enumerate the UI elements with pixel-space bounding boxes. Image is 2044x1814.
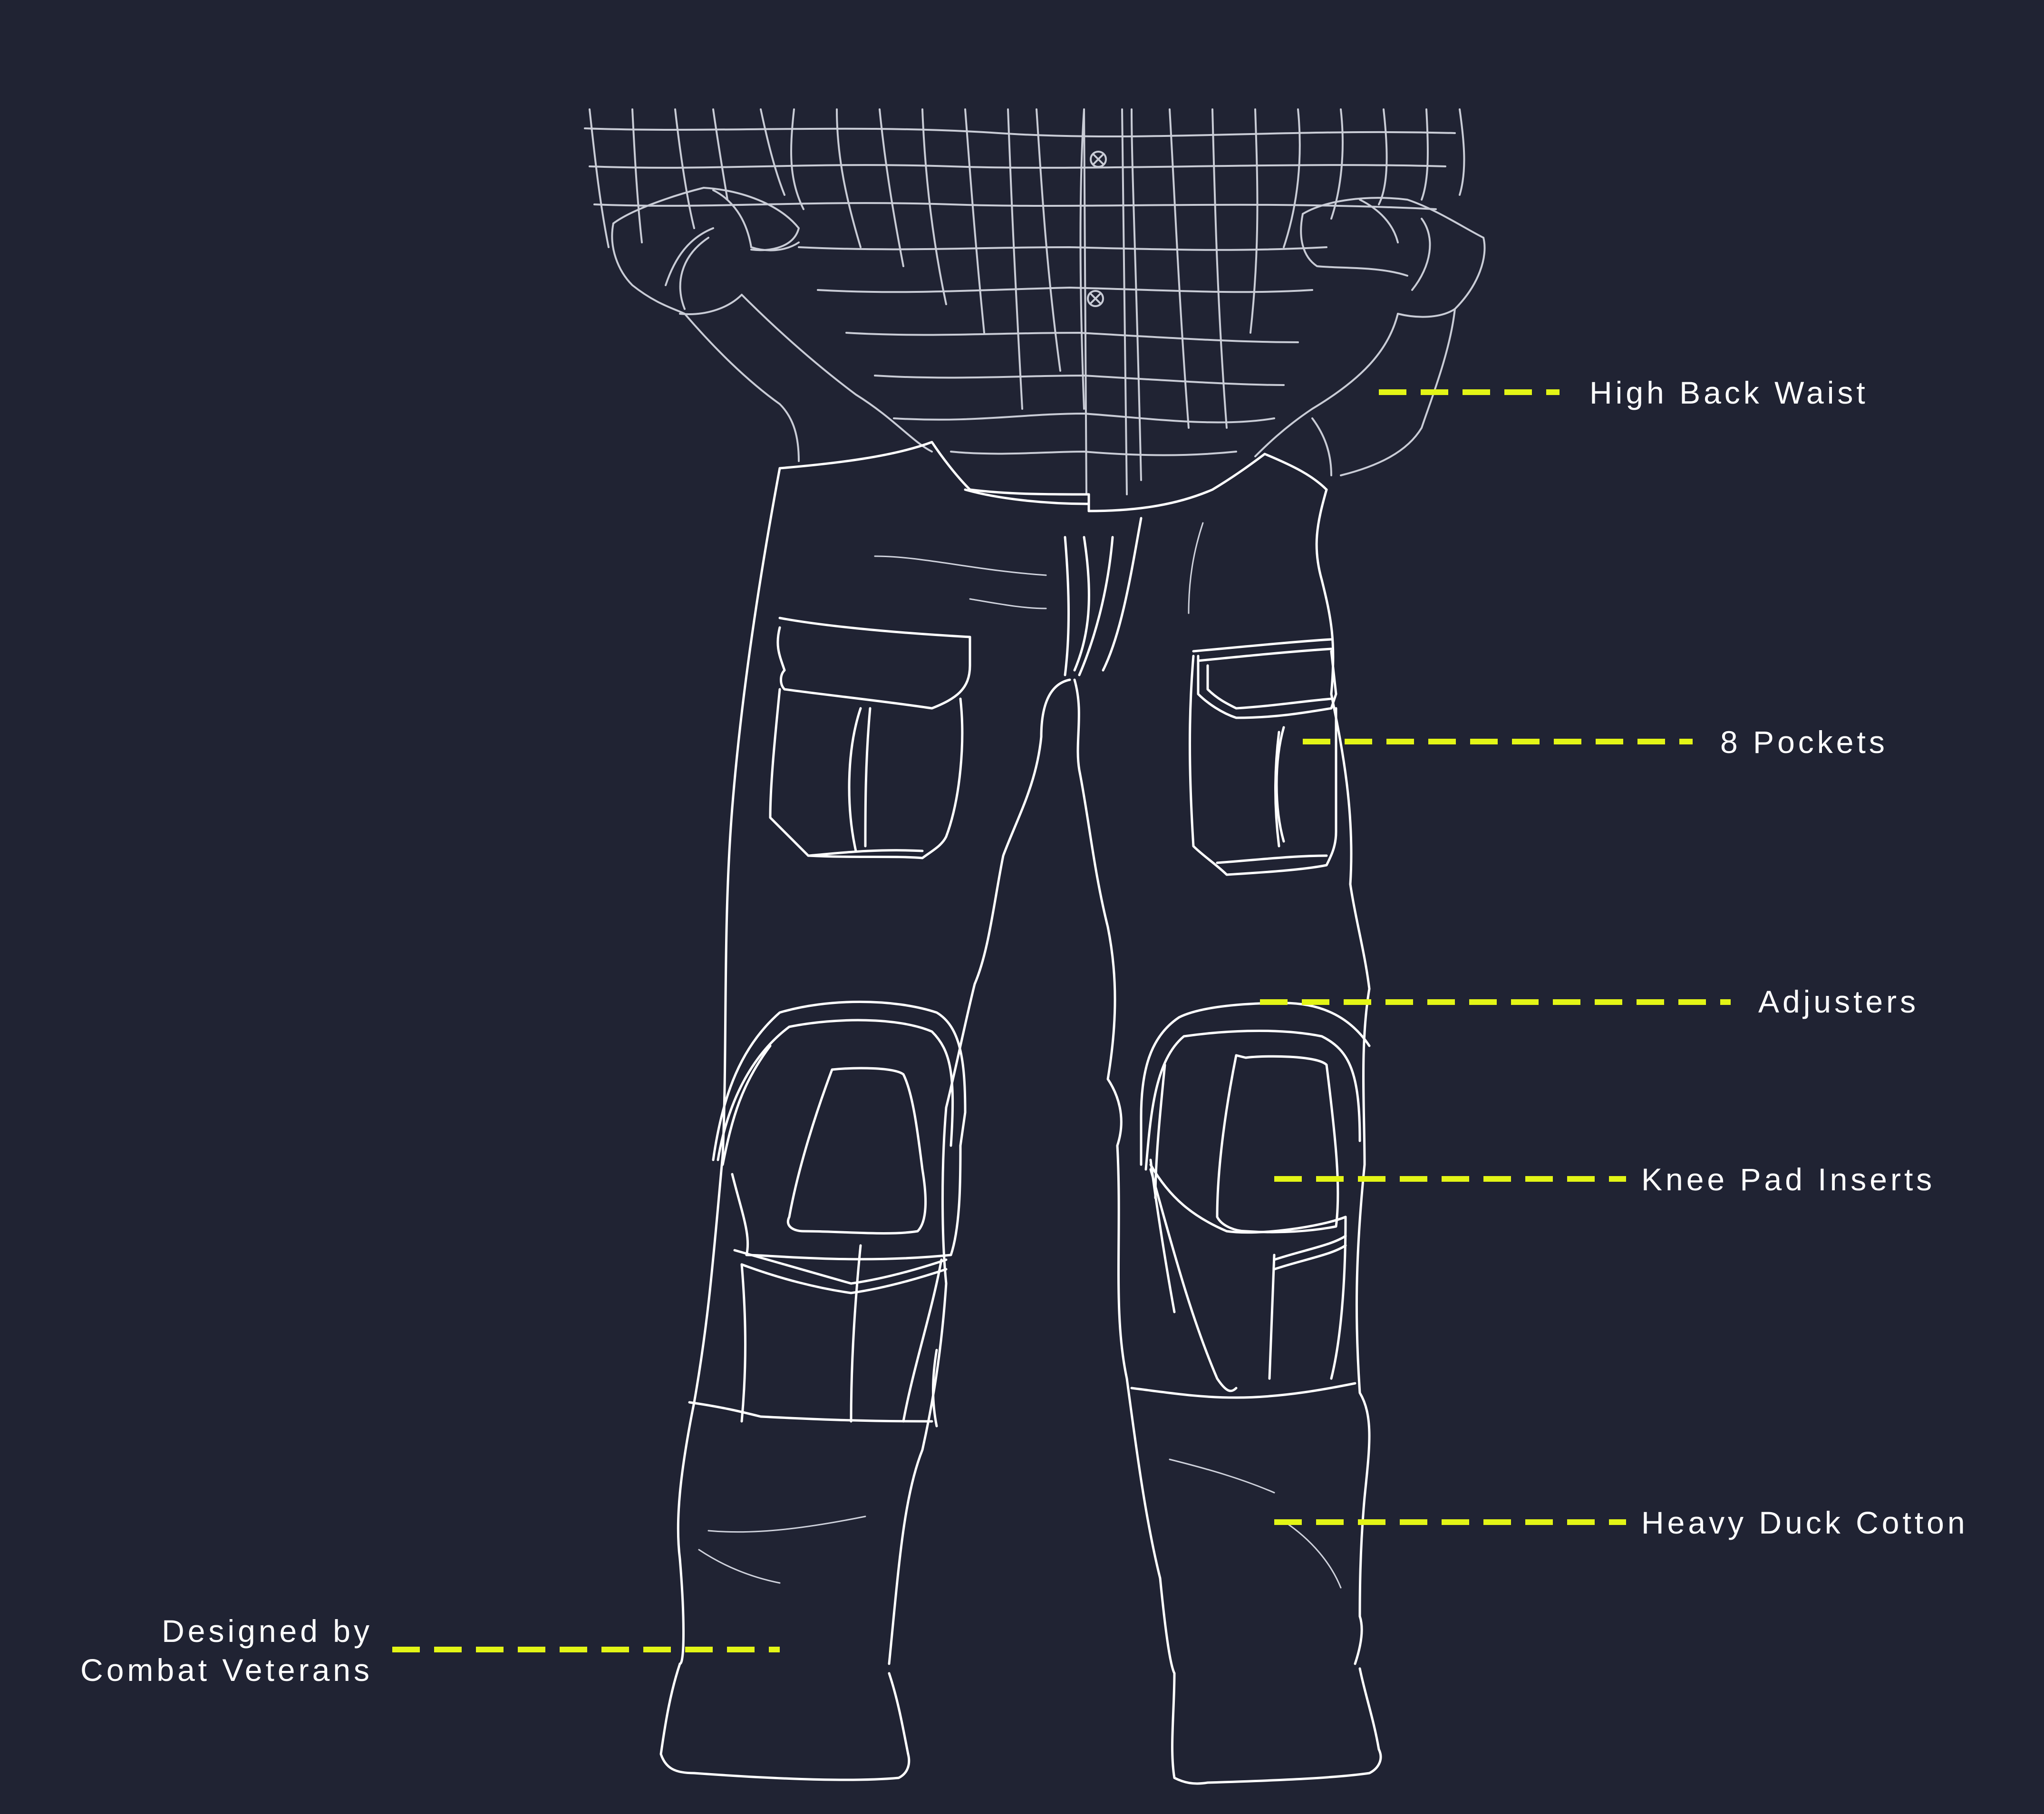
callout-designed-by-line2: Combat Veterans — [80, 1652, 373, 1688]
hands-drawing — [684, 294, 1456, 476]
callout-designed-by: Designed by Combat Veterans — [80, 1611, 373, 1689]
callout-high-back-waist: High Back Waist — [1589, 375, 1869, 410]
shirt-drawing — [584, 108, 1486, 495]
callout-designed-by-line1: Designed by — [162, 1613, 373, 1649]
trousers-drawing — [659, 441, 1382, 1785]
callout-pockets: 8 Pockets — [1720, 724, 1888, 760]
callout-heavy-duck-cotton: Heavy Duck Cotton — [1641, 1505, 1968, 1540]
callout-adjusters: Adjusters — [1758, 984, 1919, 1019]
leader-lines — [392, 389, 1731, 1652]
callout-knee-pad-inserts: Knee Pad Inserts — [1641, 1162, 1936, 1197]
